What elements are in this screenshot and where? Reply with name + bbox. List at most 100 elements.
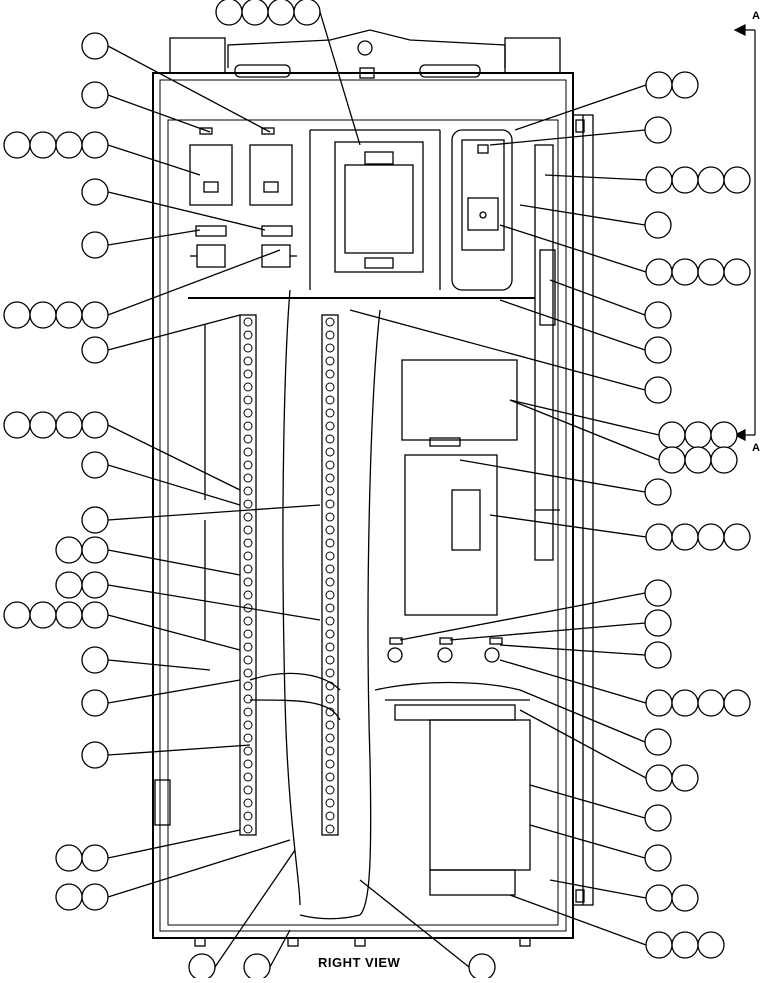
callout-bubble	[267, 0, 295, 26]
leader-line	[549, 279, 646, 316]
callout-bubble	[81, 601, 109, 629]
callout-bubble	[658, 421, 686, 449]
callout-bubble	[81, 506, 109, 534]
terminal-screw	[325, 460, 335, 470]
leader-line	[107, 504, 321, 521]
terminal-screw	[243, 811, 253, 821]
terminal-screw	[243, 525, 253, 535]
terminal-screw	[243, 356, 253, 366]
leader-line	[359, 879, 470, 968]
terminal-screw	[325, 811, 335, 821]
callout-bubble	[29, 601, 57, 629]
callout-bubble	[3, 301, 31, 329]
terminal-screw	[325, 824, 335, 834]
fittings-row	[387, 637, 503, 663]
terminal-screw	[243, 434, 253, 444]
terminal-screw	[325, 772, 335, 782]
terminal-screws	[243, 317, 335, 834]
terminal-screw	[325, 473, 335, 483]
terminal-screw	[243, 395, 253, 405]
terminal-screw	[325, 330, 335, 340]
terminal-screw	[325, 538, 335, 548]
terminal-screw	[325, 642, 335, 652]
callout-bubble	[645, 884, 673, 912]
terminal-screw	[243, 551, 253, 561]
terminal-screw	[325, 499, 335, 509]
leader-line	[107, 659, 211, 671]
leader-line	[214, 849, 296, 968]
terminal-screw	[325, 798, 335, 808]
callout-bubble	[55, 571, 83, 599]
callout-bubble	[55, 601, 83, 629]
callout-bubble	[697, 689, 725, 717]
terminal-screw	[325, 408, 335, 418]
terminal-screw	[325, 382, 335, 392]
terminal-screw	[243, 564, 253, 574]
terminal-screw	[325, 512, 335, 522]
terminal-screw	[325, 577, 335, 587]
callout-bubble	[55, 131, 83, 159]
callout-bubble	[81, 32, 109, 60]
callout-bubble	[55, 536, 83, 564]
leader-line	[107, 424, 241, 491]
callout-bubble	[645, 258, 673, 286]
callout-bubble	[55, 844, 83, 872]
callout-bubble	[723, 166, 751, 194]
leader-line	[499, 659, 647, 704]
callout-bubble	[645, 764, 673, 792]
terminal-screw	[325, 694, 335, 704]
terminal-screw	[325, 733, 335, 743]
terminal-screw	[325, 616, 335, 626]
callout-bubble	[697, 166, 725, 194]
bracket-right	[534, 144, 560, 561]
terminal-screw	[325, 590, 335, 600]
leader-line	[107, 584, 321, 621]
cabinet-outline	[152, 72, 574, 939]
terminal-screw	[325, 343, 335, 353]
leader-line	[107, 839, 291, 898]
terminal-screw	[243, 759, 253, 769]
leader-line	[107, 144, 201, 176]
terminal-screw	[325, 434, 335, 444]
leader-line	[107, 94, 211, 133]
leader-line	[509, 399, 660, 461]
terminal-screw	[243, 473, 253, 483]
terminal-screw	[243, 343, 253, 353]
leader-line	[107, 549, 241, 576]
terminal-screw	[243, 798, 253, 808]
leader-line	[107, 679, 241, 704]
callout-bubble	[697, 258, 725, 286]
callout-bubble	[644, 579, 672, 607]
terminal-screw	[325, 356, 335, 366]
terminal-screw	[325, 317, 335, 327]
callout-bubble	[81, 646, 109, 674]
transformer	[385, 699, 531, 896]
terminal-screw	[243, 421, 253, 431]
leader-line	[509, 894, 647, 946]
terminal-screw	[325, 681, 335, 691]
callout-bubble	[658, 446, 686, 474]
callout-bubble	[29, 301, 57, 329]
terminal-screw	[243, 538, 253, 548]
callout-bubble	[293, 0, 321, 26]
leader-line	[107, 45, 271, 133]
callout-bubble	[215, 0, 243, 26]
callout-bubble	[81, 536, 109, 564]
callout-bubble	[55, 411, 83, 439]
leader-line	[519, 709, 647, 779]
top-lid	[169, 29, 561, 79]
leader-line	[107, 191, 266, 231]
terminal-screw	[243, 317, 253, 327]
callout-bubble	[723, 258, 751, 286]
callout-bubble	[645, 931, 673, 959]
terminal-screw	[243, 590, 253, 600]
terminal-screw	[243, 824, 253, 834]
leader-line	[107, 744, 251, 756]
leader-line	[269, 929, 291, 968]
leader-line	[107, 829, 241, 859]
leader-line	[519, 689, 646, 743]
terminal-screw	[243, 408, 253, 418]
terminal-screw	[325, 668, 335, 678]
callout-bubble	[29, 411, 57, 439]
callout-bubble	[671, 166, 699, 194]
